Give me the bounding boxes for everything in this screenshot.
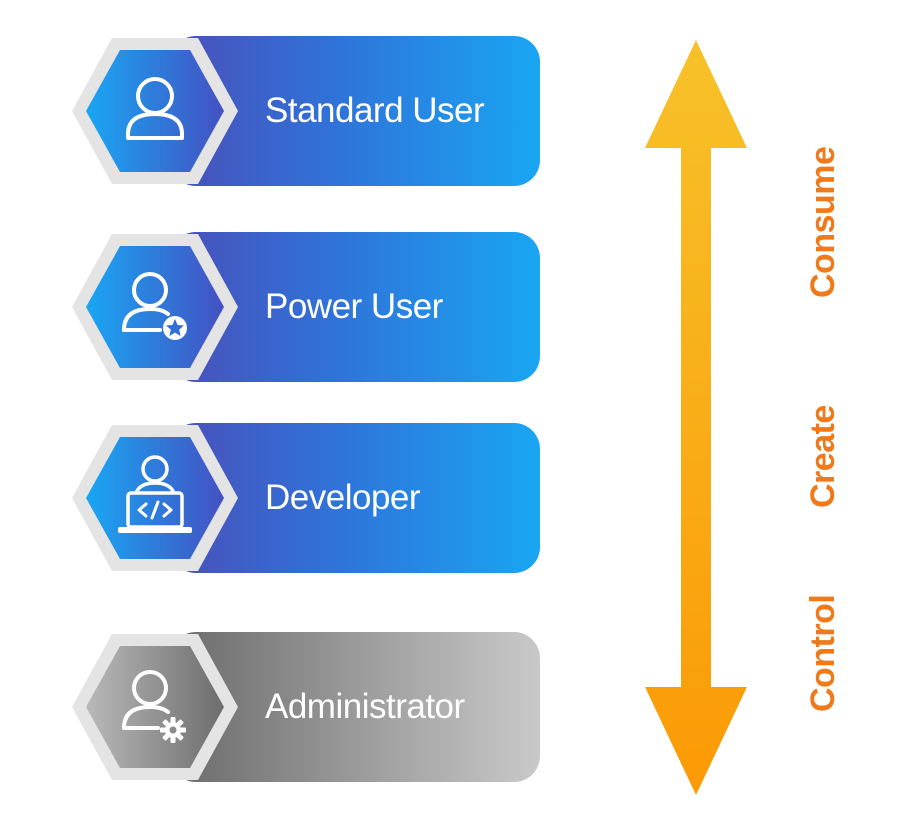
- role-label: Power User: [265, 287, 443, 326]
- role-card-administrator: Administrator: [70, 632, 540, 782]
- double-arrow-icon: [645, 40, 747, 795]
- role-label: Standard User: [265, 91, 485, 130]
- role-label: Administrator: [265, 687, 465, 726]
- axis-label-create: Create: [804, 405, 842, 508]
- role-label: Developer: [265, 478, 421, 517]
- role-card-developer: Developer: [70, 423, 540, 573]
- axis-label-consume: Consume: [804, 146, 842, 298]
- user-icon: [70, 36, 240, 186]
- role-card-power-user: Power User: [70, 232, 540, 382]
- role-card-standard-user: Standard User: [70, 36, 540, 186]
- user-gear-icon: [70, 632, 240, 782]
- developer-laptop-icon: [70, 423, 240, 573]
- user-star-icon: [70, 232, 240, 382]
- axis-label-control: Control: [804, 594, 842, 712]
